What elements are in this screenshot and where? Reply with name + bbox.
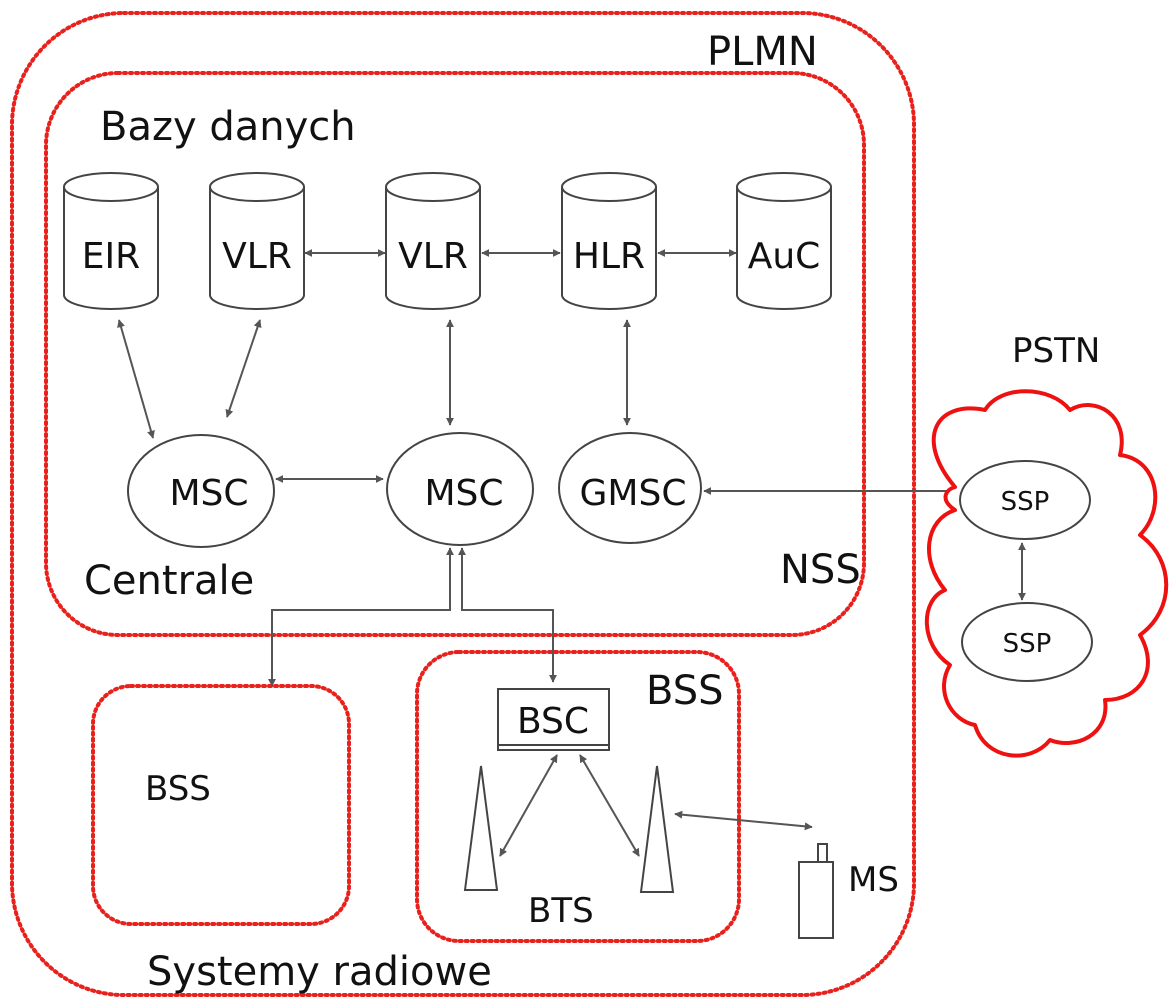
bts-ms-link (674, 810, 813, 831)
hlr-label: HLR (573, 236, 645, 277)
ms-phone-icon (798, 843, 834, 939)
vlr-database-2: VLR (385, 172, 481, 310)
ssp-label-1: SSP (1001, 487, 1050, 517)
bss-left-region (91, 684, 351, 926)
bsc-node: BSC (497, 688, 610, 751)
vlr-label-2: VLR (398, 236, 468, 277)
msc-label-2: MSC (424, 473, 503, 514)
nss-region (44, 71, 866, 637)
msc-bsc-link (458, 547, 557, 683)
plmn-label: PLMN (707, 29, 818, 75)
vlr-label-1: VLR (222, 236, 292, 277)
vlr-database-1: VLR (209, 172, 305, 310)
nss-label: NSS (780, 547, 861, 593)
bsc-bts1-link (499, 754, 558, 857)
bsc-bts2-link (579, 754, 640, 857)
ssp-node-2: SSP (961, 602, 1093, 682)
msc-label-1: MSC (169, 473, 248, 514)
vlr1-msc-link (225, 319, 262, 418)
bss-right-label: BSS (646, 668, 724, 714)
exchanges-caption: Centrale (84, 558, 254, 604)
pstn-label: PSTN (1012, 331, 1100, 371)
ssp-node-1: SSP (959, 460, 1091, 540)
hlr-database: HLR (561, 172, 657, 310)
databases-caption: Bazy danych (100, 104, 356, 150)
bts-antenna-2 (639, 765, 675, 893)
bss-left-label: BSS (145, 769, 211, 809)
msc-node-1: MSC (127, 434, 275, 548)
radio-systems-caption: Systemy radiowe (147, 949, 492, 995)
gmsc-label: GMSC (580, 473, 687, 514)
bss-right-region (415, 650, 741, 943)
pstn-cloud (924, 389, 1169, 758)
ssp-label-2: SSP (1003, 629, 1052, 659)
eir-msc-link (117, 319, 155, 439)
bts-antenna-1 (463, 765, 499, 891)
msc-bss-left-link (268, 547, 454, 687)
bts-label: BTS (528, 891, 594, 931)
plmn-region (10, 11, 916, 997)
msc-node-2: MSC (386, 432, 534, 546)
ms-label: MS (848, 860, 899, 900)
gmsc-node: GMSC (558, 432, 702, 544)
auc-database: AuC (736, 172, 832, 310)
bsc-label: BSC (517, 701, 589, 742)
eir-label: EIR (82, 236, 140, 277)
auc-label: AuC (748, 236, 821, 277)
eir-database: EIR (63, 172, 159, 310)
